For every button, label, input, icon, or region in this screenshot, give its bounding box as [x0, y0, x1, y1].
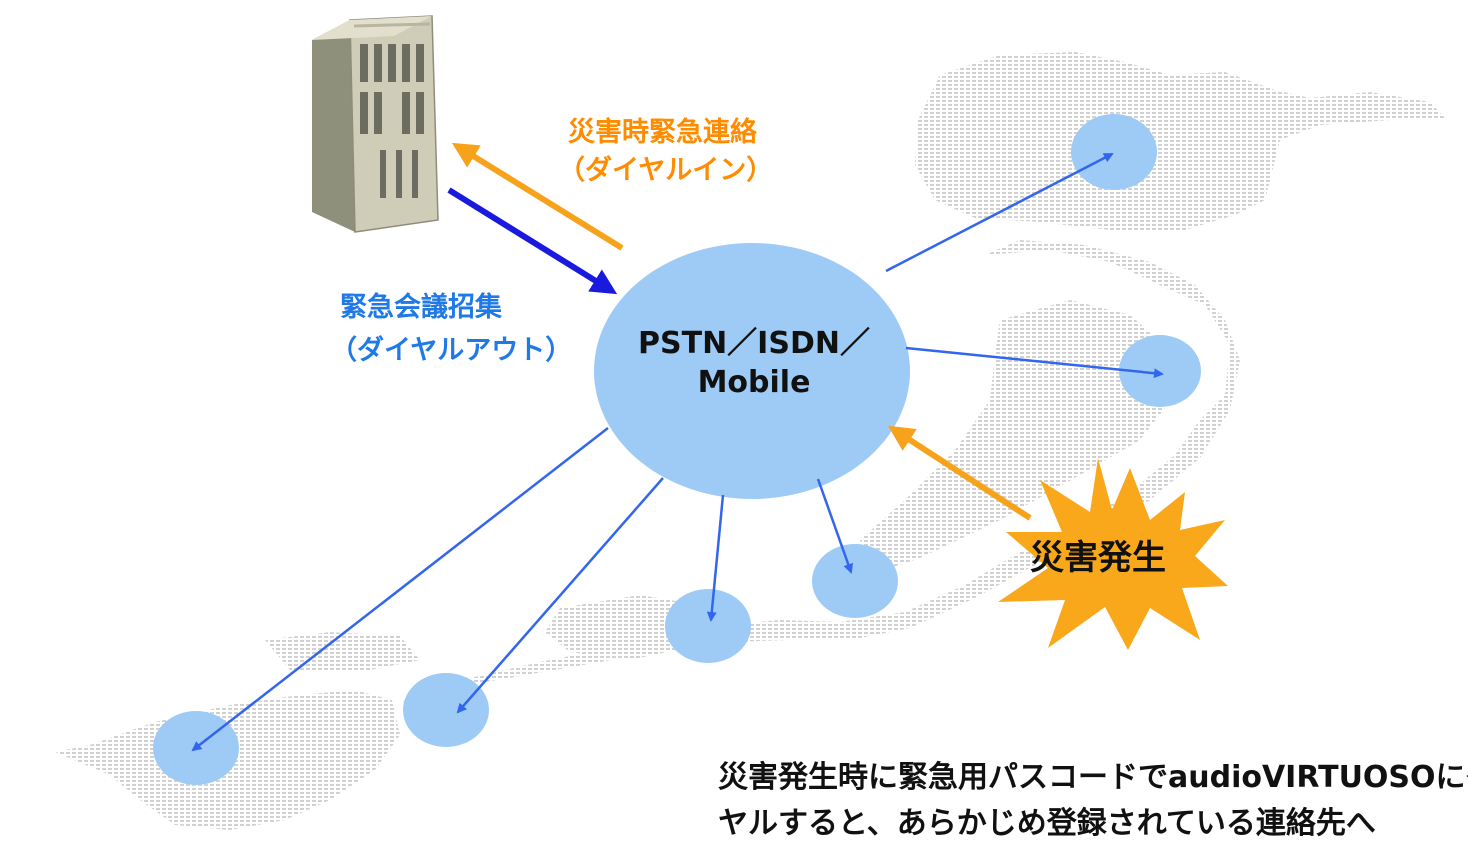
- dial-out-subtitle: （ダイヤルアウト）: [330, 335, 573, 366]
- dial-in-title: 災害時緊急連絡: [568, 117, 757, 148]
- dial-out-arrow: [447, 187, 618, 295]
- arrow-to-chubu: [816, 478, 854, 574]
- burst-icon: [998, 458, 1228, 650]
- network-label-line2: Mobile: [697, 365, 811, 400]
- endpoint-node-kinki: [665, 589, 751, 663]
- arrow-to-kanto: [905, 346, 1164, 379]
- conference-server-icon: [312, 15, 439, 233]
- arrow-to-kinki: [706, 494, 725, 622]
- dial-in-subtitle: （ダイヤルイン）: [558, 155, 774, 186]
- caption-line2: ヤルすると、あらかじめ登録されている連絡先へ: [718, 806, 1376, 841]
- endpoint-node-tohoku: [1071, 114, 1157, 190]
- link-arrows: [191, 152, 1164, 752]
- caption-line1: 災害発生時に緊急用パスコードでaudioVIRTUOSOにダイ: [718, 760, 1468, 795]
- network-node: [594, 243, 910, 499]
- arrow-to-chugoku: [456, 477, 664, 714]
- dial-out-title: 緊急会議招集: [340, 292, 502, 323]
- endpoint-node-chubu: [812, 544, 898, 618]
- network-label-line1: PSTN／ISDN／: [638, 326, 870, 361]
- dial-in-arrow: [451, 142, 624, 251]
- arrow-to-tohoku: [885, 152, 1114, 273]
- disaster-label: 災害発生: [1030, 538, 1166, 578]
- disaster-report-arrow: [887, 425, 1032, 521]
- arrow-to-kyushu: [191, 427, 609, 752]
- endpoint-node-chugoku: [403, 673, 489, 747]
